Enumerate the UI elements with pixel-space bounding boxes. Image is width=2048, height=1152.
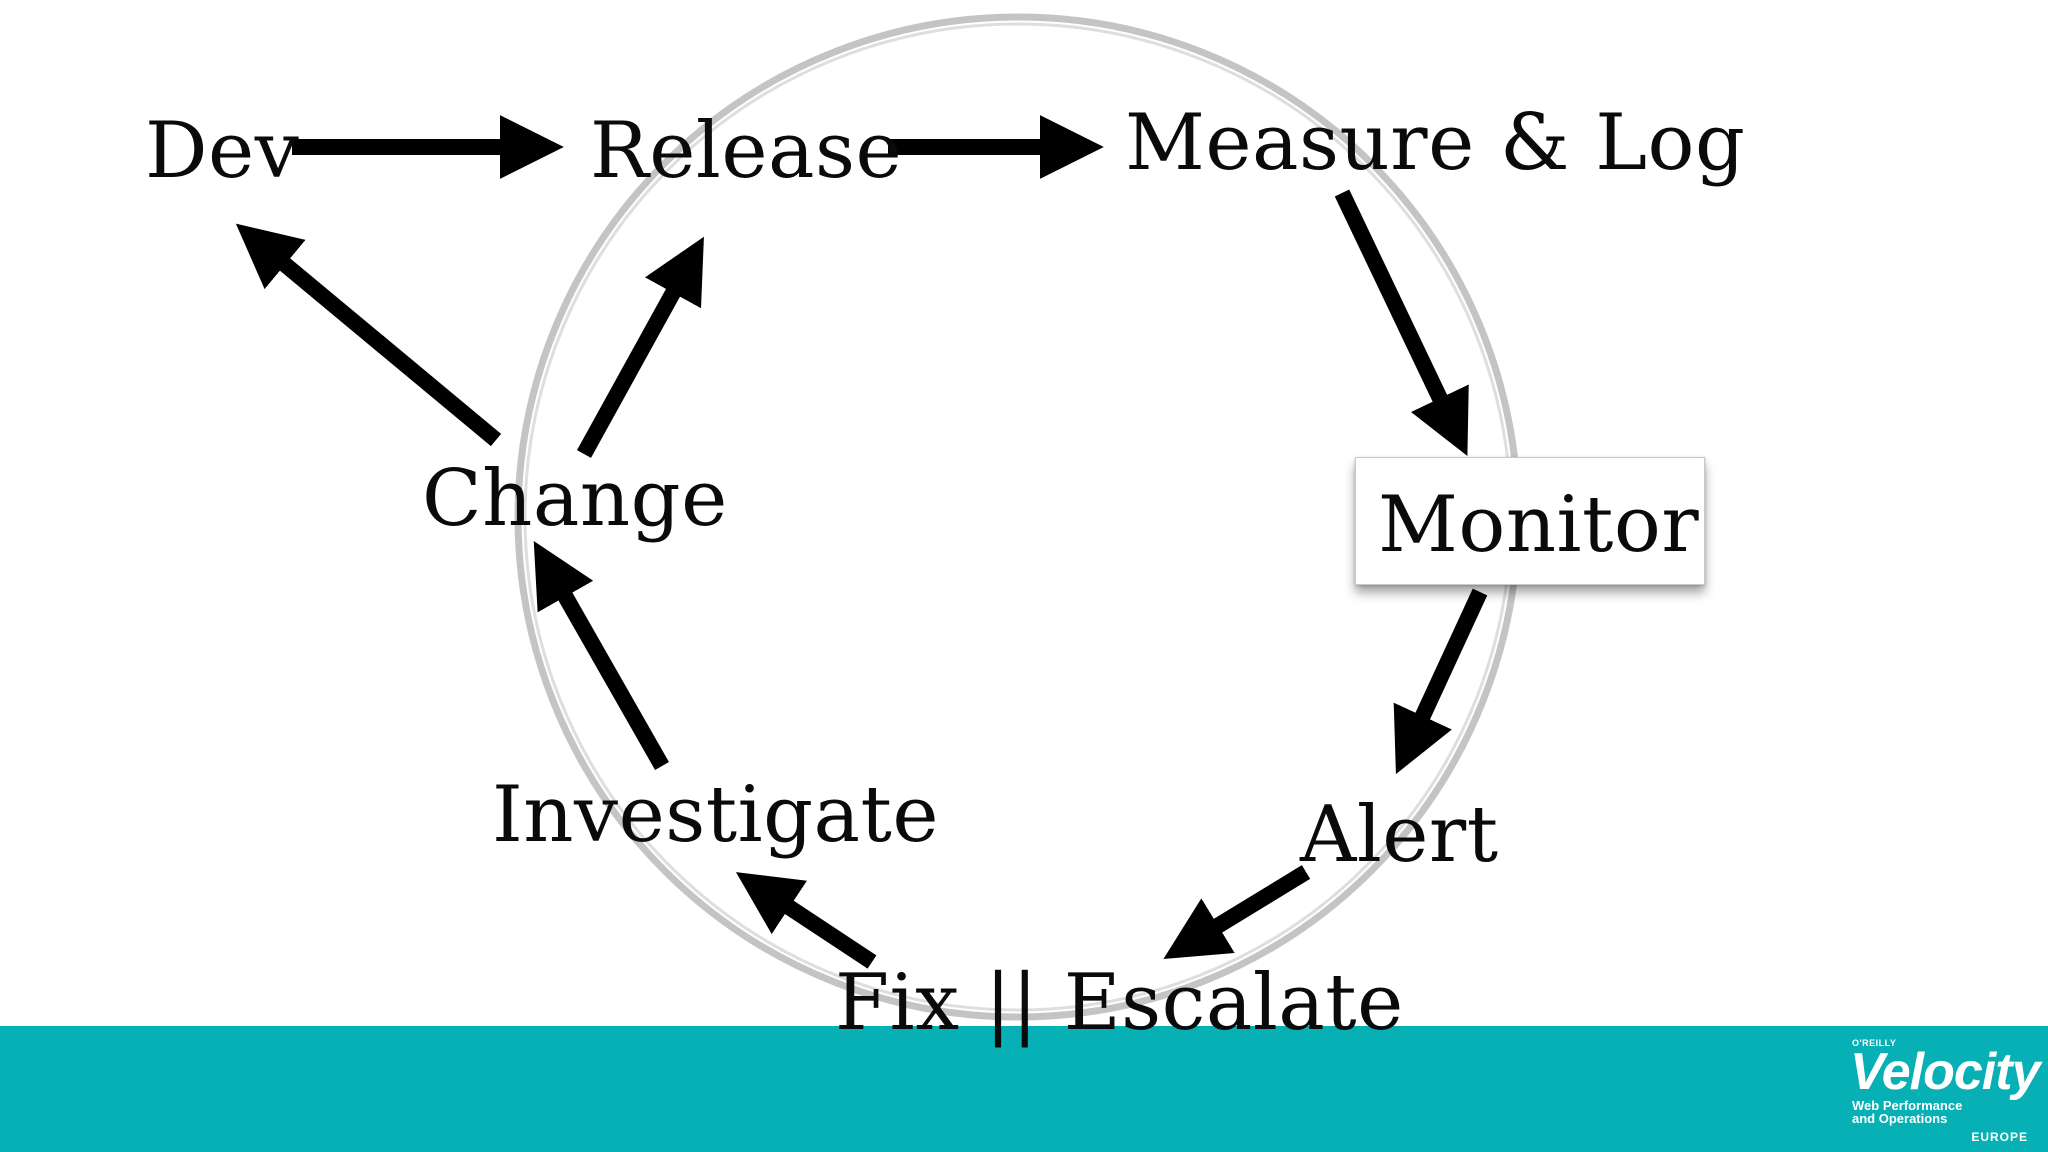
logo-publisher: O'REILLY — [1852, 1038, 1897, 1048]
node-release: Release — [590, 106, 903, 196]
logo-tagline-2: and Operations — [1852, 1111, 1948, 1126]
velocity-logo: O'REILLY Velocity Web Performance and Op… — [1850, 1036, 2040, 1146]
node-fix-escalate: Fix || Escalate — [835, 958, 1404, 1048]
logo-tagline-1: Web Performance — [1852, 1098, 1963, 1113]
node-monitor: Monitor — [1378, 480, 1700, 570]
node-dev: Dev — [145, 106, 300, 196]
node-change: Change — [422, 454, 728, 544]
node-alert: Alert — [1300, 790, 1499, 880]
arrow-change-to-dev — [235, 223, 502, 447]
node-investigate: Investigate — [492, 770, 940, 860]
arrow-change-to-release — [576, 236, 704, 458]
arrow-alert-to-fix — [1163, 865, 1311, 960]
logo-region: EUROPE — [1971, 1130, 2028, 1144]
logo-name: Velocity — [1850, 1043, 2040, 1101]
arrow-investigate-to-change — [533, 540, 669, 770]
node-measure-log: Measure & Log — [1125, 98, 1746, 188]
monitor-highlight-box: Monitor — [1355, 457, 1705, 585]
footer-bar — [0, 1026, 2048, 1152]
arrow-measure-to-monitor — [1334, 189, 1469, 456]
arrow-monitor-to-alert — [1393, 588, 1488, 775]
arrow-fix-to-investigate — [735, 872, 877, 969]
